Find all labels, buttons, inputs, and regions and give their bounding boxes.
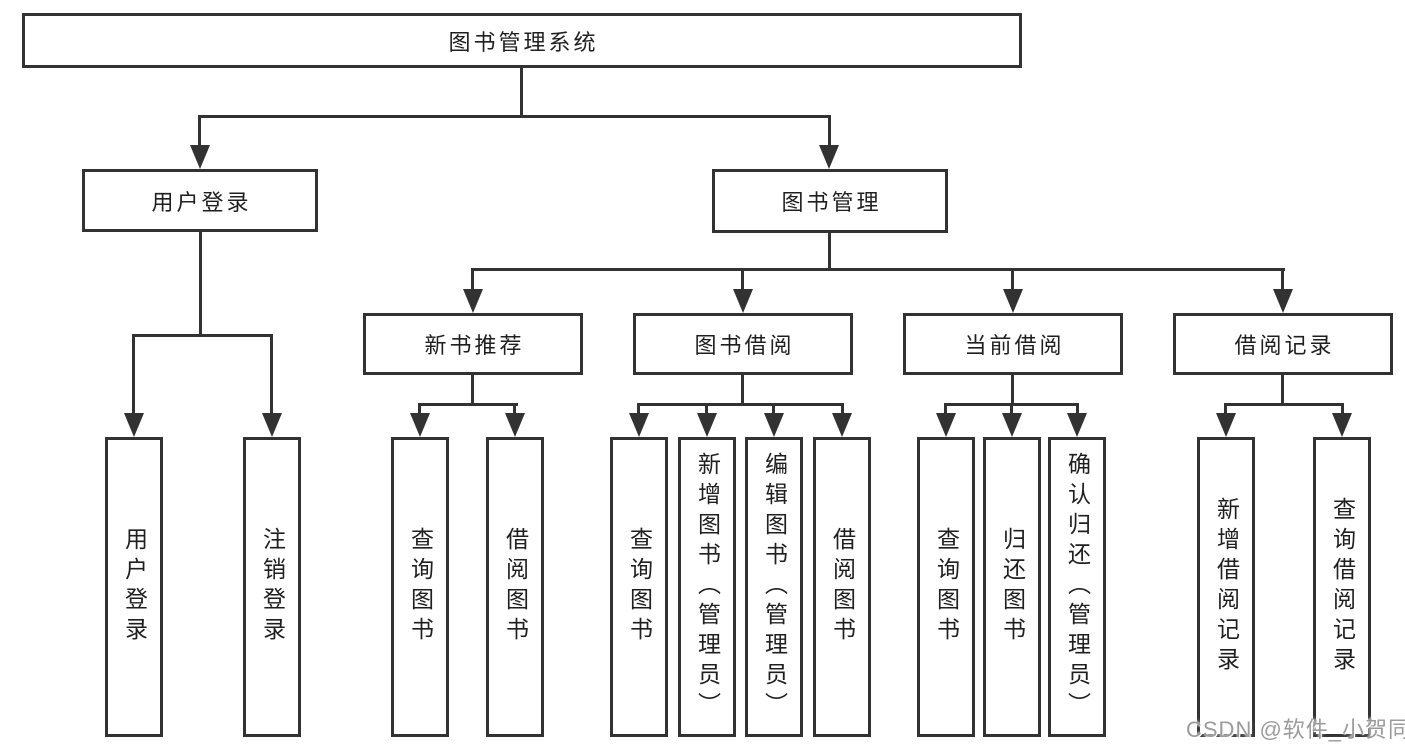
connector-stub-bb-borrow xyxy=(841,403,844,416)
arrowhead-logout xyxy=(262,413,282,437)
node-nb-borrow: 借阅图书 xyxy=(486,437,544,737)
arrowhead-nb-borrow xyxy=(505,413,525,437)
connector-stub-logout xyxy=(270,334,273,414)
connector-stub-cb-confirm xyxy=(1076,403,1079,416)
arrowhead-bb-edit xyxy=(764,413,784,437)
node-book-borrow: 图书借阅 xyxy=(633,313,853,375)
node-login-label: 用户登录 xyxy=(121,527,148,647)
connector-stub-cb-return xyxy=(1010,403,1013,416)
node-br-add: 新增借阅记录 xyxy=(1197,437,1255,737)
node-br-query: 查询借阅记录 xyxy=(1313,437,1371,737)
node-nb-borrow-label: 借阅图书 xyxy=(502,527,529,647)
connector-stub-new-book-rec xyxy=(471,268,474,292)
connector-stub-bb-query xyxy=(637,403,640,416)
node-new-book-rec: 新书推荐 xyxy=(363,313,583,375)
connector-user-login-horizontal xyxy=(132,334,273,337)
arrowhead-br-add xyxy=(1216,413,1236,437)
node-bb-borrow-label: 借阅图书 xyxy=(829,527,856,647)
connector-level1-horizontal xyxy=(198,115,831,118)
connector-stub-login xyxy=(132,334,135,414)
arrowhead-bb-query xyxy=(629,413,649,437)
arrowhead-book-mgmt xyxy=(819,145,839,169)
connector-stub-br-add xyxy=(1224,403,1227,416)
node-book-mgmt: 图书管理 xyxy=(712,169,948,233)
arrowhead-cb-return xyxy=(1002,413,1022,437)
node-logout-label: 注销登录 xyxy=(259,527,286,647)
connector-stub-nb-query xyxy=(418,403,421,416)
node-bb-edit: 编辑图书（管理员） xyxy=(745,437,803,737)
connector-stub-bb-edit xyxy=(772,403,775,416)
node-cb-query-label: 查询图书 xyxy=(933,527,960,647)
connector-stub-nb-borrow xyxy=(513,403,516,416)
arrowhead-bb-add xyxy=(697,413,717,437)
arrowhead-login xyxy=(124,413,144,437)
node-nb-query-label: 查询图书 xyxy=(407,527,434,647)
node-book-mgmt-label: 图书管理 xyxy=(781,190,882,215)
connector-stub-current-borrow xyxy=(1011,268,1014,292)
arrowhead-borrow-records xyxy=(1273,289,1293,313)
node-cb-return-label: 归还图书 xyxy=(999,527,1026,647)
node-bb-add: 新增图书（管理员） xyxy=(678,437,736,737)
connector-borrow-records-down xyxy=(1281,375,1284,406)
arrowhead-book-borrow xyxy=(733,289,753,313)
connector-stub-bb-add xyxy=(705,403,708,416)
node-bb-query-label: 查询图书 xyxy=(626,527,653,647)
connector-user-login-down xyxy=(199,232,202,337)
arrowhead-cb-query xyxy=(936,413,956,437)
node-cb-return: 归还图书 xyxy=(983,437,1041,737)
arrowhead-user-login xyxy=(190,145,210,169)
node-borrow-records: 借阅记录 xyxy=(1173,313,1393,375)
connector-stub-book-borrow xyxy=(741,268,744,292)
node-user-login: 用户登录 xyxy=(82,169,318,232)
node-root-label: 图书管理系统 xyxy=(448,29,599,55)
arrowhead-br-query xyxy=(1332,413,1352,437)
node-bb-query: 查询图书 xyxy=(610,437,668,737)
connector-book-borrow-horizontal xyxy=(637,403,844,406)
node-borrow-records-label: 借阅记录 xyxy=(1234,333,1335,358)
connector-current-borrow-down xyxy=(1011,375,1014,406)
connector-stub-user-login xyxy=(198,115,201,147)
arrowhead-bb-borrow xyxy=(832,413,852,437)
node-nb-query: 查询图书 xyxy=(391,437,449,737)
connector-stub-book-mgmt xyxy=(828,115,831,147)
node-logout: 注销登录 xyxy=(243,437,301,737)
arrowhead-new-book-rec xyxy=(463,289,483,313)
arrowhead-nb-query xyxy=(410,413,430,437)
node-br-add-label: 新增借阅记录 xyxy=(1213,497,1240,677)
node-br-query-label: 查询借阅记录 xyxy=(1329,497,1356,677)
watermark: CSDN @软件_小贺同学 xyxy=(1186,717,1405,742)
arrowhead-current-borrow xyxy=(1003,289,1023,313)
connector-borrow-records-horizontal xyxy=(1224,403,1344,406)
node-cb-query: 查询图书 xyxy=(917,437,975,737)
node-bb-edit-label: 编辑图书（管理员） xyxy=(761,452,788,722)
connector-level3-horizontal xyxy=(471,268,1285,271)
node-bb-add-label: 新增图书（管理员） xyxy=(694,452,721,722)
node-root: 图书管理系统 xyxy=(22,13,1022,68)
connector-root-down xyxy=(520,68,523,118)
arrowhead-cb-confirm xyxy=(1067,413,1087,437)
node-user-login-label: 用户登录 xyxy=(151,189,252,215)
node-current-borrow-label: 当前借阅 xyxy=(964,333,1065,358)
node-bb-borrow: 借阅图书 xyxy=(813,437,871,737)
connector-new-book-rec-horizontal xyxy=(418,403,518,406)
node-cb-confirm: 确认归还（管理员） xyxy=(1048,437,1106,737)
node-cb-confirm-label: 确认归还（管理员） xyxy=(1064,452,1091,722)
node-login: 用户登录 xyxy=(105,437,163,737)
connector-book-mgmt-down xyxy=(828,233,831,271)
node-current-borrow: 当前借阅 xyxy=(903,313,1123,375)
connector-new-book-rec-down xyxy=(471,375,474,406)
connector-stub-cb-query xyxy=(944,403,947,416)
node-new-book-rec-label: 新书推荐 xyxy=(424,333,525,358)
node-book-borrow-label: 图书借阅 xyxy=(694,333,795,358)
connector-stub-br-query xyxy=(1341,403,1344,416)
connector-stub-borrow-records xyxy=(1281,268,1284,292)
connector-book-borrow-down xyxy=(741,375,744,406)
